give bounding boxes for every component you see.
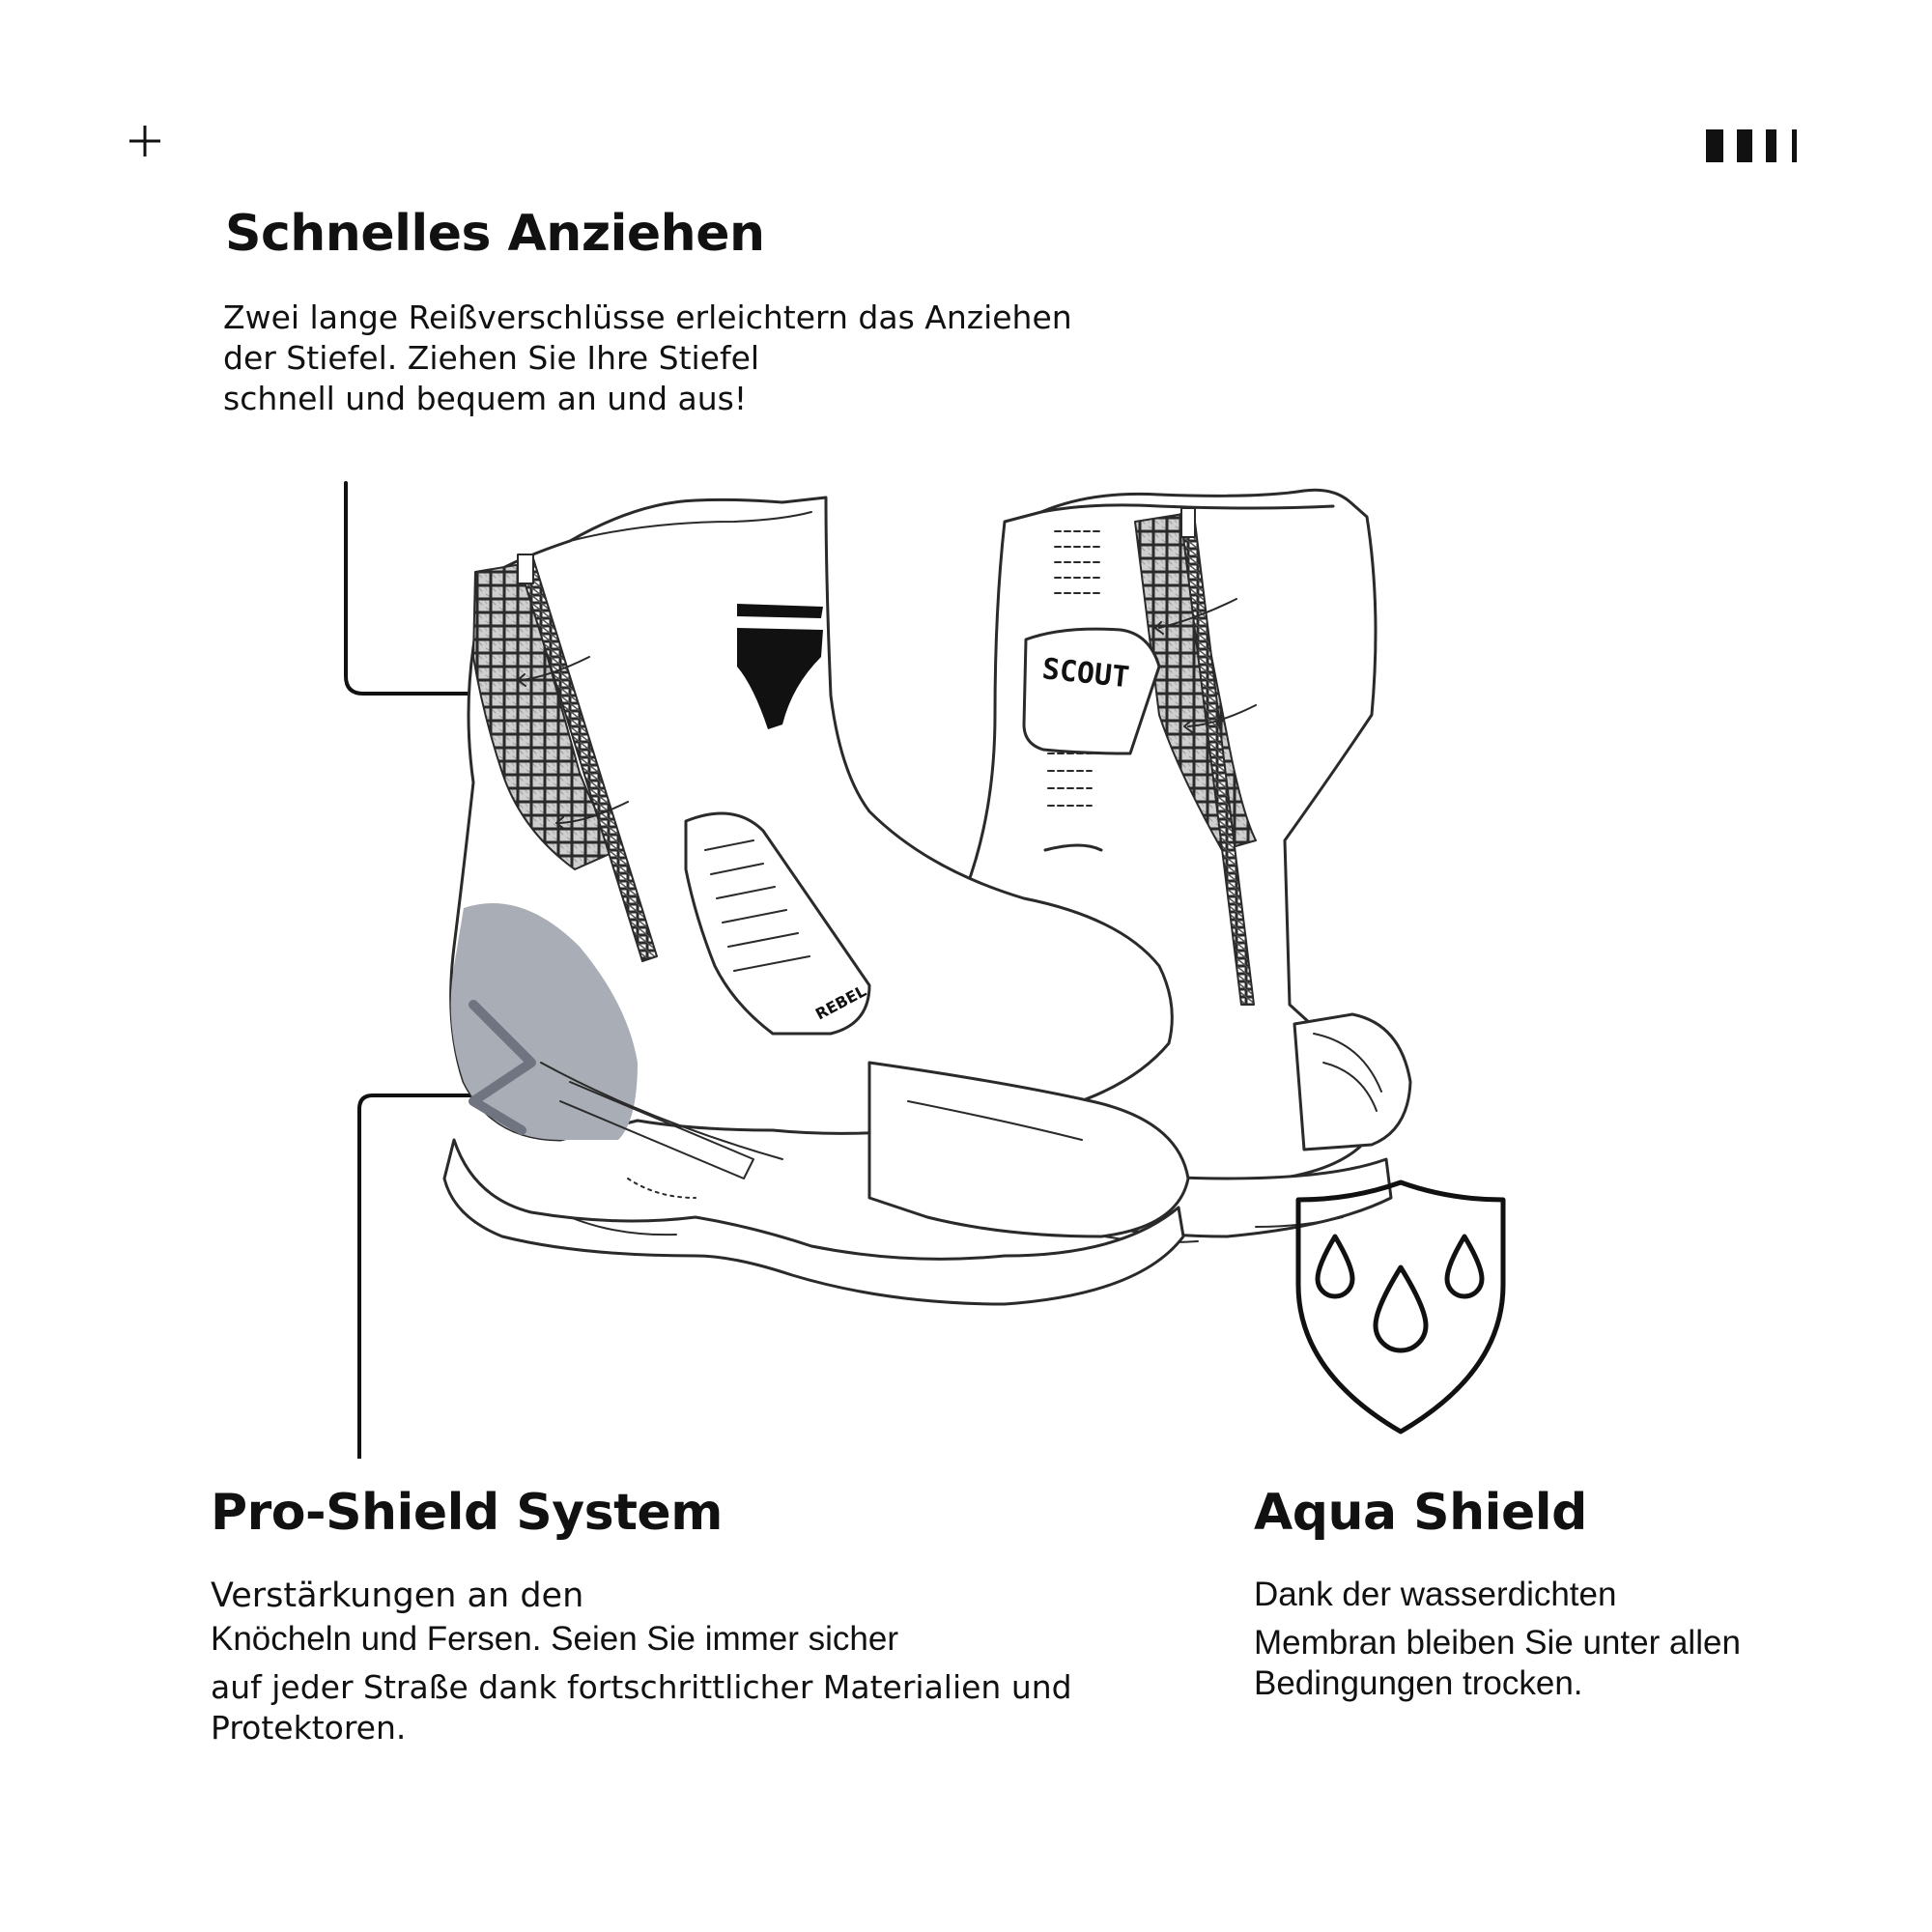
quick-on-line-3: schnell und bequem an und aus! <box>223 380 748 417</box>
water-drop-right <box>1444 1234 1485 1299</box>
pro-shield-line-1: Verstärkungen an den <box>211 1577 584 1615</box>
pro-shield-description: Verstärkungen an den Knöcheln und Fersen… <box>211 1573 1072 1748</box>
bars-icon <box>1706 129 1797 162</box>
callout-line-pro <box>357 1094 481 1459</box>
quick-on-title: Schnelles Anziehen <box>225 205 765 263</box>
boots-illustration: SCOUT REBEL <box>344 481 1412 1459</box>
aqua-shield-title: Aqua Shield <box>1254 1484 1587 1542</box>
front-boot-logo <box>737 604 823 729</box>
water-shield-icon <box>1295 1179 1506 1435</box>
callout-line-quick <box>344 481 497 696</box>
pro-shield-title: Pro-Shield System <box>211 1484 723 1542</box>
pro-shield-line-2: Knöcheln und Fersen. Seien Sie immer sic… <box>211 1620 899 1658</box>
water-drop-center <box>1373 1264 1429 1353</box>
quick-on-description: Zwei lange Reißverschlüsse erleichtern d… <box>223 298 1072 419</box>
aqua-shield-line-1: Dank der wasserdichten <box>1254 1576 1617 1613</box>
front-boot: REBEL <box>442 496 1190 1306</box>
aqua-shield-description: Dank der wasserdichten Membran bleiben S… <box>1254 1575 1741 1704</box>
pro-shield-line-3: auf jeder Straße dank fortschrittlicher … <box>211 1668 1072 1706</box>
water-drop-left <box>1315 1234 1355 1299</box>
aqua-shield-line-2: Membran bleiben Sie unter allen <box>1254 1624 1741 1662</box>
plus-icon <box>129 126 160 156</box>
pro-shield-line-4: Protektoren. <box>211 1709 407 1747</box>
quick-on-line-1: Zwei lange Reißverschlüsse erleichtern d… <box>223 298 1072 336</box>
quick-on-line-2: der Stiefel. Ziehen Sie Ihre Stiefel <box>223 339 760 377</box>
aqua-shield-line-3: Bedingungen trocken. <box>1254 1664 1583 1702</box>
